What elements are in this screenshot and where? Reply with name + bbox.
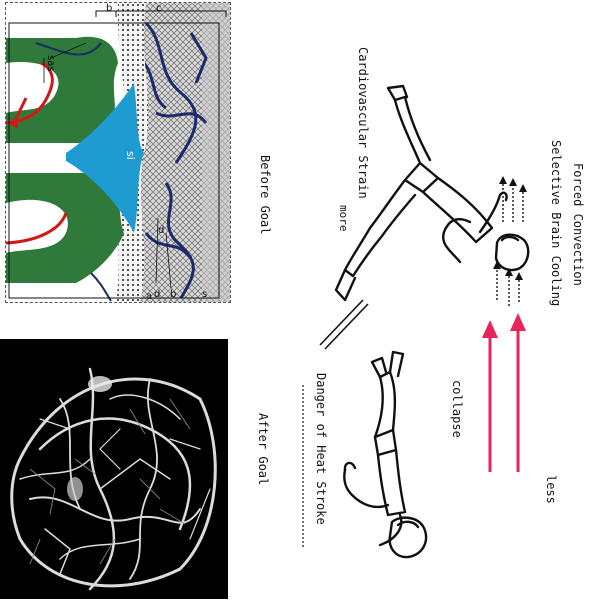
label-danger-of-heat-stroke: Danger of Heat Stroke: [314, 373, 328, 525]
separator-double-line: [320, 300, 368, 349]
pink-arrows: [490, 328, 518, 472]
label-forced-convection: Forced Convection: [571, 163, 585, 286]
collapsed-shoe-top: [390, 352, 403, 376]
label-after-goal: After Goal: [256, 413, 270, 485]
collapsed-figure: [344, 352, 426, 557]
label-collapse: collapse: [450, 380, 464, 438]
label-cardiovascular-strain: Cardiovascular Strain: [356, 47, 370, 199]
runner-torso: [423, 178, 492, 242]
collapsed-torso: [378, 450, 405, 515]
label-more: more: [337, 205, 350, 232]
runner-shorts: [405, 163, 438, 192]
label-before-goal: Before Goal: [258, 155, 272, 234]
label-less: less: [544, 475, 558, 504]
label-selective-brain-cooling: Selective Brain Cooling: [549, 140, 563, 306]
